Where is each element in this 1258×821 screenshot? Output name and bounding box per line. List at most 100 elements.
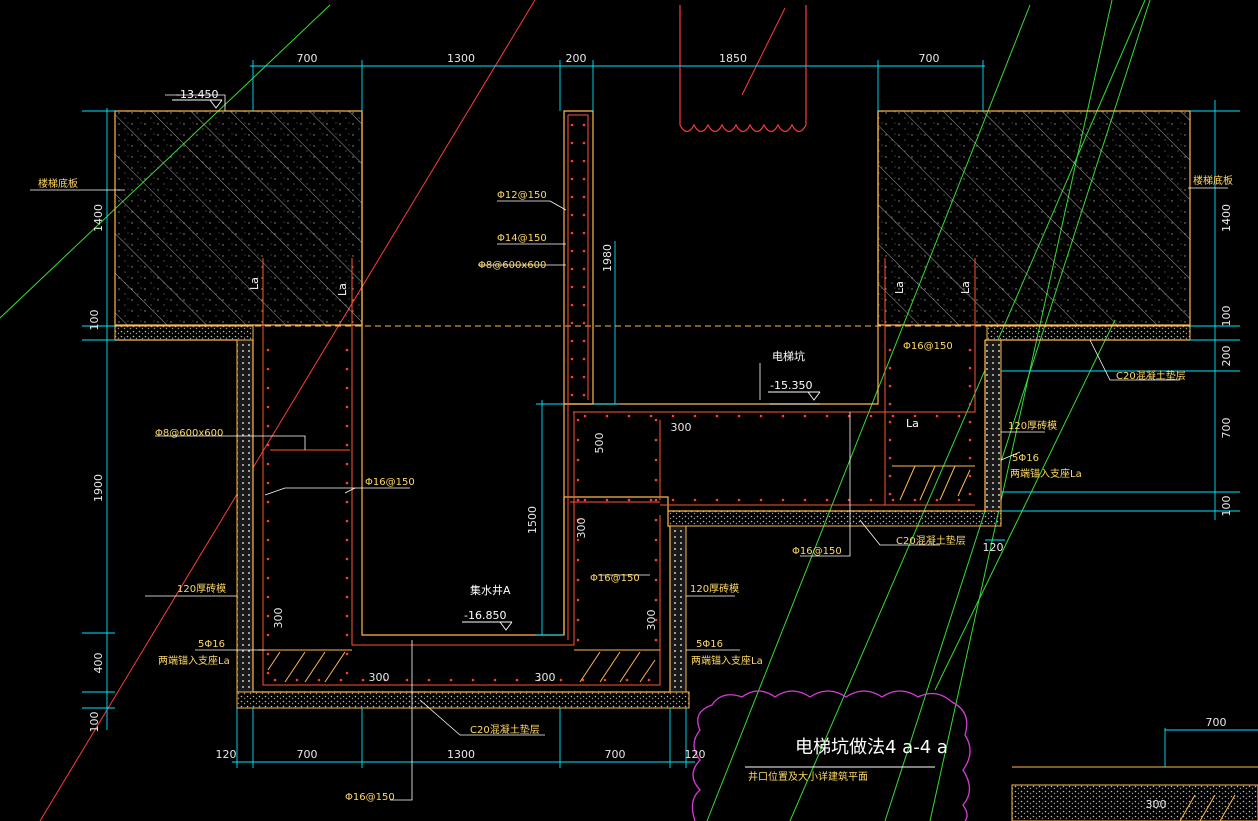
rebar-dot [654, 578, 658, 582]
rebar-dot [654, 558, 658, 562]
label-anchor-mid: 两端锚入支座La [691, 654, 763, 667]
rebar-dot [515, 678, 519, 682]
rebar-dot [583, 498, 587, 502]
label-bars-5-16-right: 5Φ16 [1012, 453, 1039, 464]
rebar-dot [803, 498, 807, 502]
rebar-dot [935, 498, 939, 502]
rebar-dot [570, 141, 574, 145]
rebar-dot [869, 498, 873, 502]
rebar-dot [345, 405, 349, 409]
corner-dim-700: 700 [1206, 716, 1227, 729]
bedding-layers [114, 325, 1191, 709]
label-rebar-14-150: Φ14@150 [497, 233, 547, 244]
corner-detail [1011, 728, 1258, 821]
rebar-dot [345, 424, 349, 428]
rebar-dot [888, 492, 892, 496]
rebar-dot [654, 478, 658, 482]
rebar-dot [266, 671, 270, 675]
rebar-dot [266, 576, 270, 580]
rebar-dot [888, 456, 892, 460]
rebar-dot [582, 177, 586, 181]
rebar-dot [737, 498, 741, 502]
label-bars-5-16-mid: 5Φ16 [696, 639, 723, 650]
slab-right [877, 110, 1191, 326]
rebar-dot [582, 375, 586, 379]
rebar-dot [576, 538, 580, 542]
rebar-dot [888, 420, 892, 424]
rebar-dot [715, 414, 719, 418]
rebar-dot [266, 595, 270, 599]
dimension-lines [82, 60, 1240, 768]
rebar-dot [317, 678, 321, 682]
rebar-dot [693, 498, 697, 502]
rebar-dot [383, 678, 387, 682]
pit-outline [115, 110, 1190, 693]
rebar-dot [576, 518, 580, 522]
rebar-dot [576, 558, 580, 562]
elevation-markers [172, 99, 821, 631]
rebar-dot [654, 418, 658, 422]
dim-inner-300-a: 300 [671, 421, 692, 434]
dim-left-1400: 1400 [92, 204, 105, 232]
rebar-dot [737, 414, 741, 418]
dim-inner-1500: 1500 [526, 506, 539, 534]
rebar-dot [266, 614, 270, 618]
dim-left-100-top: 100 [88, 310, 101, 331]
rebar-dot [649, 498, 653, 502]
rebar-dot [654, 518, 658, 522]
dim-top-700-left: 700 [297, 52, 318, 65]
dim-right-100: 100 [1220, 306, 1233, 327]
rebar-dot [295, 678, 299, 682]
rebar-dot [266, 500, 270, 504]
rebar-dot [570, 159, 574, 163]
rebar-dot [781, 498, 785, 502]
rebar-dot [715, 498, 719, 502]
rebar-dot [345, 462, 349, 466]
rebar-dot [361, 678, 365, 682]
label-brick-120-left: 120厚砖模 [177, 582, 226, 595]
rebar-dot [583, 414, 587, 418]
rebar-dot [345, 367, 349, 371]
label-brick-120-right: 120厚砖模 [1008, 419, 1057, 432]
rebar-dot [266, 462, 270, 466]
label-rebar-12-150: Φ12@150 [497, 190, 547, 201]
dim-top-1850: 1850 [719, 52, 747, 65]
rebar-dot [625, 678, 629, 682]
rebar-dot [825, 414, 829, 418]
label-slab-right: 楼梯底板 [1193, 174, 1233, 187]
rebar-dot [582, 159, 586, 163]
rebar-dot [266, 519, 270, 523]
rebar-dot [582, 357, 586, 361]
rebar-dot [405, 678, 409, 682]
rebar-dot [493, 678, 497, 682]
dim-bottom-700-left: 700 [297, 748, 318, 761]
rebar-dot [582, 285, 586, 289]
label-rebar-16-150-bottom: Φ16@150 [345, 792, 395, 803]
rebar-dot [891, 414, 895, 418]
rebar-dot [603, 678, 607, 682]
leader-lines [30, 94, 1228, 801]
rebar-dot [266, 348, 270, 352]
rebar-dot [266, 538, 270, 542]
dim-right-200: 200 [1220, 346, 1233, 367]
label-rebar-16-150-d: Φ16@150 [792, 546, 842, 557]
rebar-dot [627, 414, 631, 418]
rebar-dot [273, 678, 277, 682]
label-anchor-left: 两端锚入支座La [158, 654, 230, 667]
rebar-dot [654, 438, 658, 442]
rebar-dot [345, 386, 349, 390]
label-la-1: La [248, 277, 261, 290]
rebar-dot [266, 481, 270, 485]
rebar-dot [576, 438, 580, 442]
rebar-dot [576, 478, 580, 482]
slab-left [114, 110, 363, 326]
label-rebar-16-150-c: Φ16@150 [590, 573, 640, 584]
dim-right-700: 700 [1220, 418, 1233, 439]
rebar-dot [582, 141, 586, 145]
dim-inner-300-c: 300 [272, 608, 285, 629]
rebar-dot [570, 249, 574, 253]
dim-left-1900: 1900 [92, 474, 105, 502]
rebar-dot [559, 678, 563, 682]
rebar-dot [968, 348, 972, 352]
rebar-dot [570, 177, 574, 181]
